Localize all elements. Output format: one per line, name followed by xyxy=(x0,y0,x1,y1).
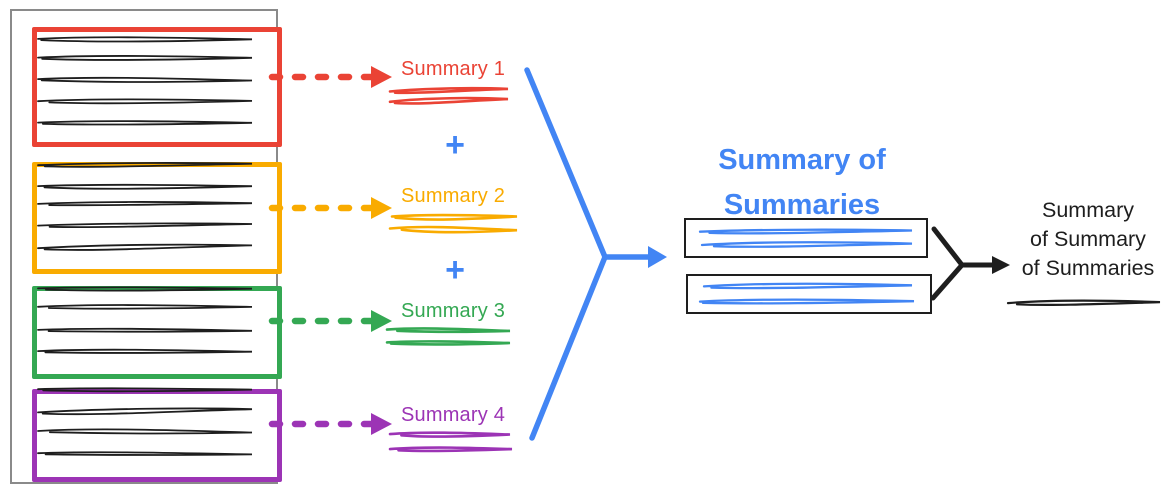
document-chunk-1 xyxy=(32,27,282,147)
merged-summary-box-2 xyxy=(686,274,932,314)
summary-text-scribble xyxy=(388,446,513,453)
final-summary-line-2: of Summary xyxy=(1030,227,1146,251)
converging-lines xyxy=(930,226,965,301)
converging-lines xyxy=(524,67,608,441)
document-chunk-4 xyxy=(32,389,282,482)
summary-of-summaries-title: Summary of Summaries xyxy=(718,144,886,221)
arrowhead-icon xyxy=(648,246,667,268)
summary-2-dashed-arrow xyxy=(268,197,392,219)
summary-2-label: Summary 2 xyxy=(400,185,506,207)
document-chunk-2 xyxy=(32,162,282,274)
plus-sign-1: + xyxy=(445,126,465,164)
summary-text-scribble xyxy=(388,96,509,105)
summary-text-scribble xyxy=(388,225,518,234)
summary-text-scribble xyxy=(388,86,509,95)
final-converge-arrow xyxy=(930,226,1010,301)
source-document xyxy=(10,9,282,484)
summary-4-dashed-arrow xyxy=(268,413,392,435)
summary-text-scribble xyxy=(385,327,511,334)
summary-text-scribble xyxy=(385,340,511,346)
summary-1-label: Summary 1 xyxy=(400,58,506,80)
summary-text-scribble xyxy=(390,213,518,221)
final-summary-line-3: of Summaries xyxy=(1021,256,1155,280)
merge-converge-arrow xyxy=(524,67,667,441)
summary-4-label: Summary 4 xyxy=(400,404,506,426)
summary-1-dashed-arrow xyxy=(268,66,392,88)
summary-text-scribble xyxy=(388,431,511,438)
plus-sign-2: + xyxy=(445,251,465,289)
final-summary-line-1: Summary xyxy=(1042,198,1134,222)
summary-3-label: Summary 3 xyxy=(400,300,506,322)
merged-summary-box-1 xyxy=(684,218,928,258)
final-summary-label: Summary of Summary of Summaries xyxy=(1008,196,1168,283)
document-chunk-3 xyxy=(32,286,282,379)
final-summary-scribble xyxy=(1006,299,1161,306)
summary-3-dashed-arrow xyxy=(268,310,392,332)
